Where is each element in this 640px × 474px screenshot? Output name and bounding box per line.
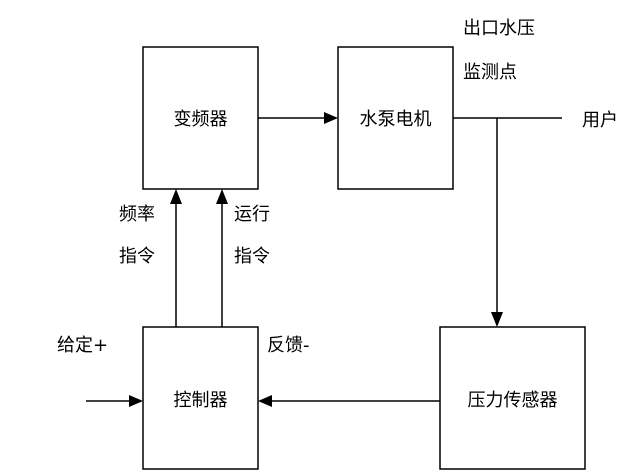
outlet-pressure-label-line1: 出口水压 (463, 18, 535, 39)
run-command-label-line1: 运行 (234, 204, 270, 225)
inverter-block: 变频器 (142, 46, 259, 190)
feedback-arrow (258, 395, 440, 407)
pump-motor-box (337, 46, 454, 190)
setpoint-arrow (86, 395, 143, 407)
user-label: 用户 (582, 110, 618, 131)
feedback-label: 反馈- (267, 335, 310, 356)
run-command-label-line2: 指令 (234, 246, 270, 267)
controller-box (142, 326, 259, 470)
pressure-sensor-box (439, 326, 586, 470)
setpoint-label: 给定+ (57, 335, 108, 356)
frequency-command-label-line2: 指令 (119, 246, 155, 267)
outlet-to-sensor-arrow (491, 118, 503, 327)
pump-motor-label: 水泵电机 (360, 109, 432, 130)
run-command-arrow (216, 189, 228, 327)
frequency-command-label-line1: 频率 (119, 204, 155, 225)
pressure-sensor-block: 压力传感器 (439, 326, 586, 470)
controller-block: 控制器 (142, 326, 259, 470)
frequency-command-arrow (170, 189, 182, 327)
controller-label: 控制器 (174, 390, 228, 411)
inverter-box (142, 46, 259, 190)
inverter-label: 变频器 (174, 109, 228, 130)
inverter-to-motor-arrow (258, 112, 338, 124)
pump-motor-block: 水泵电机 (337, 46, 454, 190)
outlet-pressure-label-line2: 监测点 (463, 62, 517, 83)
pressure-sensor-label: 压力传感器 (468, 390, 558, 411)
